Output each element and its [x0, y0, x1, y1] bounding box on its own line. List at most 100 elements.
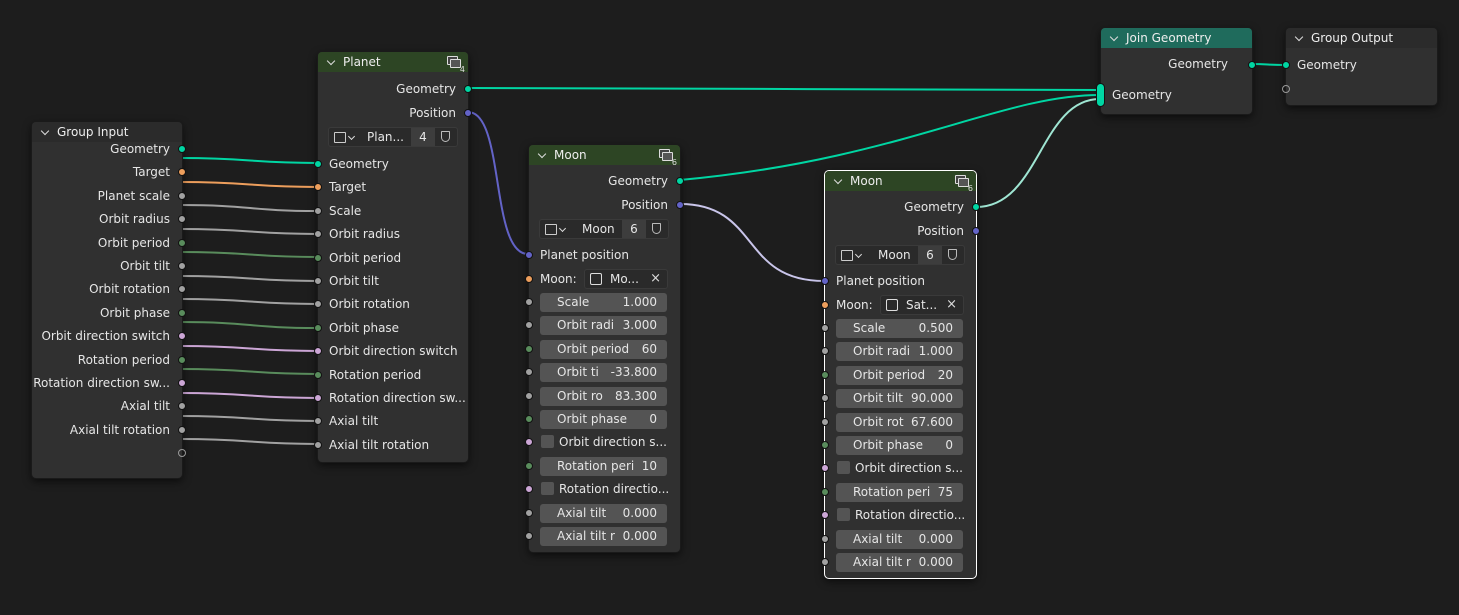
moon-header[interactable]: Moon 6 — [825, 171, 976, 193]
output-socket[interactable] — [178, 262, 186, 270]
datablock-icon[interactable] — [334, 132, 346, 143]
shield-icon[interactable] — [441, 131, 450, 142]
link-scale[interactable] — [180, 204, 318, 212]
chevron-down-icon[interactable] — [833, 175, 843, 184]
datablock-icon[interactable] — [545, 224, 557, 235]
input-socket[interactable] — [525, 344, 533, 353]
input-socket[interactable] — [821, 558, 829, 566]
input-socket[interactable] — [314, 440, 322, 449]
value-field[interactable]: Orbit ti-33.800 — [540, 363, 667, 383]
input-socket[interactable] — [525, 368, 533, 377]
chevron-down-icon[interactable] — [326, 56, 336, 65]
input-socket[interactable] — [525, 391, 533, 400]
input-socket[interactable] — [314, 417, 322, 426]
boolean-checkbox[interactable] — [541, 482, 554, 496]
link-orbit-tilt[interactable] — [180, 275, 318, 282]
join-geometry-header[interactable]: Join Geometry — [1101, 28, 1252, 48]
output-geometry-socket[interactable] — [1248, 61, 1256, 69]
link-target-to-planet[interactable] — [180, 181, 318, 188]
shield-icon[interactable] — [948, 249, 957, 260]
link-orbit-rotation[interactable] — [180, 298, 318, 305]
planet-header[interactable]: Planet 4 — [318, 52, 468, 74]
input-socket[interactable] — [314, 370, 322, 379]
input-socket[interactable] — [525, 275, 533, 283]
chevron-down-icon[interactable] — [347, 132, 356, 141]
output-socket[interactable] — [464, 109, 472, 117]
boolean-checkbox[interactable] — [541, 435, 554, 449]
empty-output-socket[interactable] — [178, 449, 186, 458]
output-socket[interactable] — [178, 238, 186, 247]
input-socket[interactable] — [821, 417, 829, 426]
output-socket[interactable] — [178, 379, 186, 387]
link-orbit-period[interactable] — [180, 251, 318, 258]
input-socket[interactable] — [314, 323, 322, 332]
chevron-down-icon[interactable] — [1294, 32, 1304, 41]
close-icon[interactable]: × — [946, 297, 957, 312]
group-output-node[interactable]: Group Output Geometry — [1282, 27, 1438, 106]
output-socket[interactable] — [178, 215, 186, 224]
input-socket[interactable] — [821, 277, 829, 285]
input-geometry-socket[interactable] — [1282, 61, 1290, 69]
chevron-down-icon[interactable] — [40, 126, 50, 135]
input-socket[interactable] — [525, 508, 533, 517]
node-group-name[interactable]: Moon — [878, 248, 911, 262]
output-socket[interactable] — [464, 85, 472, 93]
empty-input-socket[interactable] — [1282, 85, 1290, 93]
output-socket[interactable] — [972, 227, 980, 235]
link-axial-tilt-rotation[interactable] — [180, 438, 318, 445]
input-socket[interactable] — [821, 487, 829, 496]
input-socket[interactable] — [314, 206, 322, 215]
output-socket[interactable] — [178, 145, 186, 153]
join-geometry-node[interactable]: Join Geometry Geometry Geometry — [1096, 27, 1256, 115]
datablock-icon[interactable] — [841, 250, 853, 261]
chevron-down-icon[interactable] — [854, 250, 863, 259]
link-axial-tilt[interactable] — [180, 415, 318, 422]
multi-input-geometry-socket[interactable] — [1096, 83, 1105, 107]
input-socket[interactable] — [525, 251, 533, 259]
link-join-to-group-output[interactable] — [1251, 63, 1286, 66]
input-socket[interactable] — [821, 324, 829, 332]
input-socket[interactable] — [525, 298, 533, 306]
output-socket[interactable] — [178, 308, 186, 317]
input-socket[interactable] — [821, 534, 829, 543]
node-group-selector[interactable]: Plan...4 — [328, 127, 458, 147]
input-socket[interactable] — [821, 441, 829, 449]
input-socket[interactable] — [314, 230, 322, 239]
group-output-header[interactable]: Group Output — [1286, 28, 1437, 48]
input-socket[interactable] — [314, 253, 322, 262]
link-moon1-geometry-to-join[interactable] — [679, 94, 1101, 181]
moon-object-field[interactable]: Mo...× — [584, 269, 668, 289]
input-socket[interactable] — [525, 321, 533, 330]
group-input-header[interactable]: Group Input — [32, 122, 182, 142]
chevron-down-icon[interactable] — [1109, 32, 1119, 41]
link-planet-position-to-moon1[interactable] — [467, 111, 529, 255]
chevron-down-icon[interactable] — [537, 149, 547, 158]
output-socket[interactable] — [676, 177, 684, 185]
output-socket[interactable] — [676, 201, 684, 209]
input-socket[interactable] — [314, 183, 322, 192]
node-group-users[interactable]: 6 — [622, 220, 646, 238]
input-socket[interactable] — [314, 347, 322, 356]
input-socket[interactable] — [314, 394, 322, 402]
input-socket[interactable] — [821, 394, 829, 403]
input-socket[interactable] — [525, 485, 533, 494]
output-socket[interactable] — [178, 168, 186, 177]
input-socket[interactable] — [821, 464, 829, 473]
